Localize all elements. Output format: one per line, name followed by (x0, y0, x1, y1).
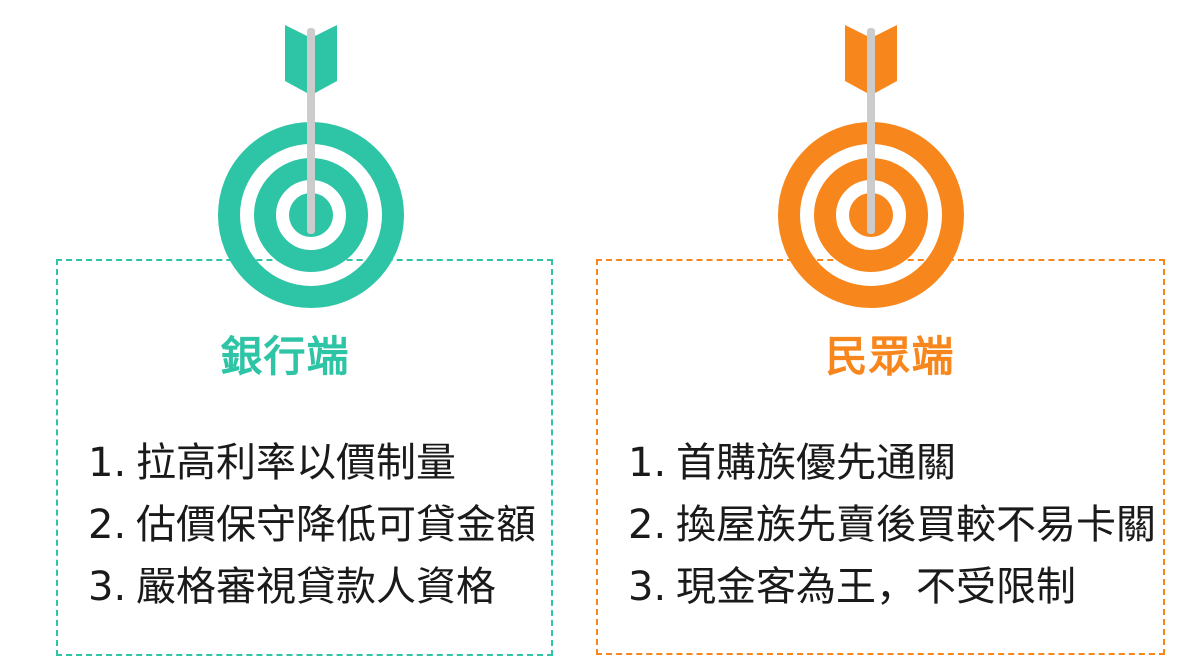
arrow-shaft (867, 28, 875, 234)
target-with-arrow-icon-public (778, 22, 964, 312)
target-with-arrow-icon-bank (218, 22, 404, 312)
list-item-label: 估價保守降低可貸金額 (136, 502, 536, 548)
list-item-label: 嚴格審視貸款人資格 (136, 564, 496, 610)
list-item-number: 3. (628, 564, 667, 610)
list-item-label: 現金客為王，不受限制 (676, 564, 1076, 610)
panel-title-bank: 銀行端 (220, 332, 350, 381)
list-item: 3. 嚴格審視貸款人資格 (88, 556, 558, 618)
list-item-label: 拉高利率以價制量 (136, 440, 456, 486)
list-item: 1. 拉高利率以價制量 (88, 432, 558, 494)
list-item: 2. 換屋族先賣後買較不易卡關 (628, 494, 1188, 556)
panel-public: 民眾端 1. 首購族優先通關 2. 換屋族先賣後買較不易卡關 3. 現金客為王，… (580, 0, 1200, 671)
arrow-shaft (307, 28, 315, 234)
panel-title-public: 民眾端 (825, 332, 955, 381)
arrow-fletching (285, 25, 337, 93)
arrow-fletching (845, 25, 897, 93)
list-bank: 1. 拉高利率以價制量 2. 估價保守降低可貸金額 3. 嚴格審視貸款人資格 (88, 432, 558, 618)
list-item: 3. 現金客為王，不受限制 (628, 556, 1188, 618)
list-item-label: 首購族優先通關 (676, 440, 956, 486)
list-item-label: 換屋族先賣後買較不易卡關 (676, 502, 1156, 548)
list-item-number: 2. (88, 502, 127, 548)
list-item-number: 2. (628, 502, 667, 548)
panel-bank: 銀行端 1. 拉高利率以價制量 2. 估價保守降低可貸金額 3. 嚴格審視貸款人… (0, 0, 570, 671)
list-item-number: 3. (88, 564, 127, 610)
list-item-number: 1. (628, 440, 667, 486)
list-public: 1. 首購族優先通關 2. 換屋族先賣後買較不易卡關 3. 現金客為王，不受限制 (628, 432, 1188, 618)
list-item: 1. 首購族優先通關 (628, 432, 1188, 494)
list-item-number: 1. (88, 440, 127, 486)
list-item: 2. 估價保守降低可貸金額 (88, 494, 558, 556)
